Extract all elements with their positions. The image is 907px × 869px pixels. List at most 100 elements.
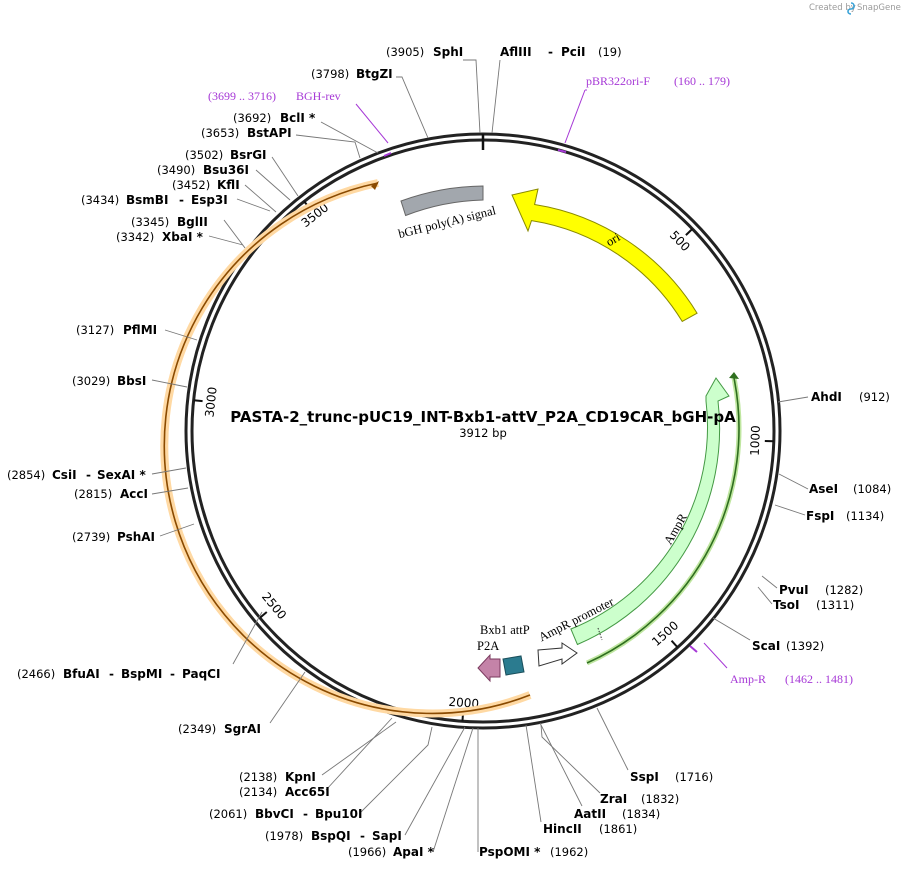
leader-ahdi <box>777 396 809 403</box>
site-apai[interactable]: ApaI * <box>393 845 435 859</box>
tick-mark-500 <box>685 228 694 236</box>
site-pvui-number: (1282) <box>825 583 863 597</box>
leader-sgrai <box>269 671 306 724</box>
leader-pflmi <box>164 329 198 341</box>
site-bbsi-number: (3029) <box>72 374 110 388</box>
tick-mark-3000 <box>193 399 203 403</box>
site-sspi[interactable]: SspI <box>630 770 659 784</box>
leader-tsoi <box>757 586 773 605</box>
plasmid-length: 3912 bp <box>459 426 507 440</box>
watermark-prefix: Created by <box>809 3 856 13</box>
primer-mark-bgh <box>383 152 392 157</box>
site-pspomi[interactable]: PspOMI * <box>479 845 541 859</box>
site-bstapi-number: (3653) <box>201 126 239 140</box>
leader-bsmbi <box>236 198 271 212</box>
site-afliii[interactable]: AflIII <box>500 45 532 59</box>
site-hincii-number: (1861) <box>599 822 637 836</box>
site-csii[interactable]: CsiI <box>52 468 77 482</box>
site-sapi[interactable]: SapI <box>372 829 402 843</box>
site-sgrai[interactable]: SgrAI <box>224 722 261 736</box>
site-pshai[interactable]: PshAI <box>117 530 155 544</box>
primer-bgh-rev-range: (3699 .. 3716) <box>208 89 276 103</box>
site-kpni[interactable]: KpnI <box>285 770 316 784</box>
site-bsmbi-number: (3434) <box>81 193 119 207</box>
site-bsrgi[interactable]: BsrGI <box>230 148 267 162</box>
primer-pbr322ori-f-range: (160 .. 179) <box>674 74 730 88</box>
site-bspqi[interactable]: BspQI <box>311 829 351 843</box>
site-pshai-number: (2739) <box>72 530 110 544</box>
site-bbvci-number: (2061) <box>209 807 247 821</box>
site-bpu10i[interactable]: Bpu10I <box>315 807 362 821</box>
leader-kpni <box>321 721 397 776</box>
primer-pbr322ori-f[interactable]: pBR322ori-F <box>586 74 650 88</box>
site-pcii[interactable]: PciI <box>561 45 586 59</box>
site-pflmi-number: (3127) <box>76 323 114 337</box>
primer-bgh-rev[interactable]: BGH-rev <box>296 89 341 103</box>
site-kpni-number: (2138) <box>239 770 277 784</box>
site-bglii-number: (3345) <box>131 215 169 229</box>
site-bsrgi-number: (3502) <box>185 148 223 162</box>
site-xbai[interactable]: XbaI * <box>162 230 204 244</box>
site-bspmi[interactable]: BspMI <box>121 667 162 681</box>
leader-fspi <box>774 504 806 516</box>
site-pvui[interactable]: PvuI <box>779 583 809 597</box>
bgh-polya-feature[interactable] <box>400 185 484 217</box>
site-scai[interactable]: ScaI <box>752 639 780 653</box>
site-bsmbi-sep: - <box>179 193 184 207</box>
site-tsoi[interactable]: TsoI <box>773 598 799 612</box>
leader-bbsi <box>151 379 188 388</box>
site-paqci[interactable]: PaqCI <box>182 667 220 681</box>
site-bbvci[interactable]: BbvCI <box>255 807 294 821</box>
site-bbsi[interactable]: BbsI <box>117 374 146 388</box>
site-csii-sep: - <box>86 468 91 482</box>
site-bcli[interactable]: BclI * <box>280 111 316 125</box>
leader-bfuai <box>232 611 263 665</box>
site-bfuai-number: (2466) <box>17 667 55 681</box>
leader-afliii <box>491 59 501 134</box>
site-bstapi[interactable]: BstAPI <box>247 126 292 140</box>
site-leaders <box>151 59 809 853</box>
site-ahdi[interactable]: AhdI <box>811 390 842 404</box>
site-pspomi-number: (1962) <box>550 845 588 859</box>
site-zrai[interactable]: ZraI <box>600 792 627 806</box>
site-xbai-number: (3342) <box>116 230 154 244</box>
leader-pvui <box>761 575 778 589</box>
bxb1-attp-feature[interactable] <box>502 655 525 676</box>
site-kfli[interactable]: KflI <box>217 178 240 192</box>
leader-asei <box>778 473 809 490</box>
leader-aatii <box>539 722 583 807</box>
p2a-feature[interactable] <box>477 653 501 683</box>
site-kfli-number: (3452) <box>172 178 210 192</box>
site-bglii[interactable]: BglII <box>177 215 208 229</box>
site-acc65i[interactable]: Acc65I <box>285 785 330 799</box>
orange-arrow-head-icon <box>371 181 379 190</box>
leader-kfli <box>244 184 277 213</box>
site-btgzi[interactable]: BtgZI <box>356 67 393 81</box>
site-sexai[interactable]: SexAI * <box>97 468 146 482</box>
leader-hincii <box>525 724 542 823</box>
site-fspi[interactable]: FspI <box>806 509 834 523</box>
site-asei[interactable]: AseI <box>809 482 838 496</box>
primer-amp-r[interactable]: Amp-R <box>730 672 766 686</box>
site-bsu36i[interactable]: Bsu36I <box>203 163 249 177</box>
site-sphi[interactable]: SphI <box>433 45 463 59</box>
leader-csii <box>151 467 187 475</box>
site-bbvci-sep: - <box>303 807 308 821</box>
site-pflmi[interactable]: PflMI <box>123 323 157 337</box>
site-aatii-number: (1834) <box>622 807 660 821</box>
site-bfuai[interactable]: BfuAI <box>63 667 100 681</box>
ori-feature[interactable] <box>511 188 698 323</box>
site-acci-number: (2815) <box>74 487 112 501</box>
site-aatii[interactable]: AatII <box>574 807 606 821</box>
site-sspi-number: (1716) <box>675 770 713 784</box>
site-btgzi-number: (3798) <box>311 67 349 81</box>
site-acci[interactable]: AccI <box>120 487 148 501</box>
tick-label-3000: 3000 <box>202 386 219 418</box>
primer-leader-pbr322 <box>564 89 586 144</box>
site-hincii[interactable]: HincII <box>543 822 582 836</box>
tick-label-1500: 1500 <box>649 618 681 649</box>
site-esp3i[interactable]: Esp3I <box>191 193 228 207</box>
ampr-promoter-feature[interactable] <box>537 642 578 667</box>
site-bsmbi[interactable]: BsmBI <box>126 193 168 207</box>
ampr-feature[interactable] <box>570 377 730 646</box>
